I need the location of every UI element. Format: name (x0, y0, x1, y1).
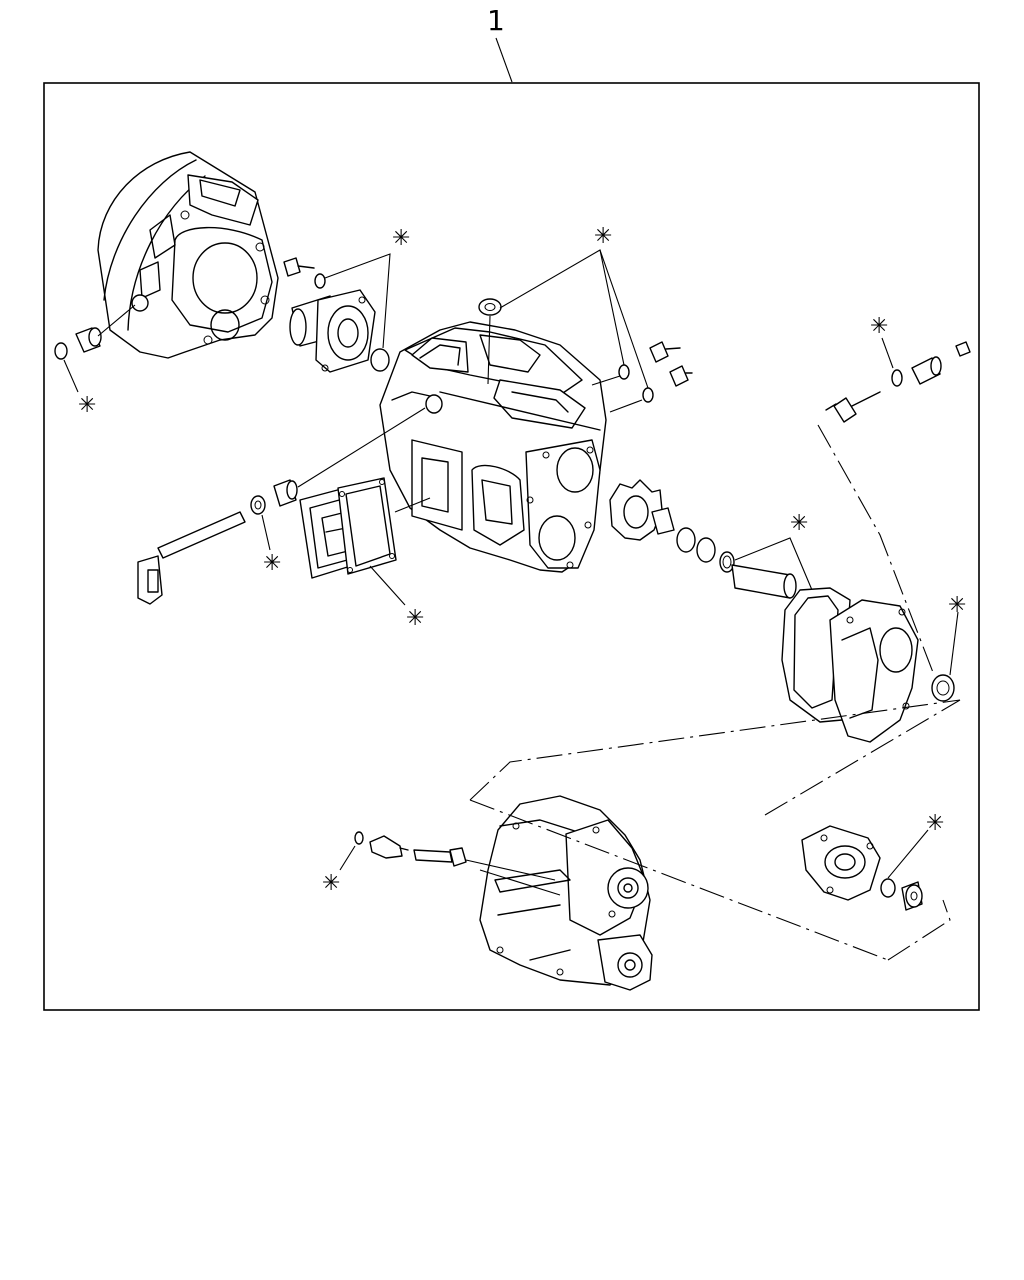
transfer-switch-washer (354, 831, 364, 845)
retainer-bolt (283, 257, 315, 277)
kit-symbol-1: ✳ (392, 226, 410, 251)
retainer-washer (314, 273, 326, 289)
transfer-sensor (413, 847, 467, 867)
output-sleeve (731, 564, 797, 599)
diagram-frame (43, 82, 980, 1011)
kit-symbol-5: ✳ (790, 511, 808, 536)
flange-bearing (901, 881, 923, 911)
kit-symbol-9: ✳ (926, 811, 944, 836)
top-cover-oil-seal (478, 298, 502, 316)
output-gear (609, 479, 675, 541)
kit-symbol-10: ✳ (322, 871, 340, 896)
shift-rod (137, 511, 246, 605)
input-oil-seal (370, 348, 390, 372)
kit-symbol-8: ✳ (406, 606, 424, 631)
shaft-seal (250, 495, 266, 515)
kit-symbol-3: ✳ (870, 314, 888, 339)
speedometer-plug (955, 341, 971, 357)
flange-washer (880, 878, 896, 898)
clutch-housing (97, 151, 279, 359)
side-cover-gasket (337, 477, 397, 575)
case-bolts (649, 341, 693, 387)
transmission-case (379, 321, 607, 573)
item-number-label: 1 (487, 4, 505, 37)
kit-symbol-4: ✳ (78, 393, 96, 418)
kit-symbol-2: ✳ (594, 224, 612, 249)
shaft-bushing (273, 479, 298, 507)
speedometer-driven-gear (825, 391, 881, 423)
rear-oil-seal (931, 674, 955, 702)
transfer-case (479, 795, 653, 991)
speedo-o-ring (891, 369, 903, 387)
rear-extension-housing (829, 599, 919, 743)
kit-symbol-6: ✳ (263, 551, 281, 576)
case-washer-2 (642, 387, 654, 403)
spacer-1 (676, 527, 696, 553)
transfer-switch (369, 835, 409, 859)
output-o-ring (719, 551, 735, 573)
kit-symbol-7: ✳ (948, 593, 966, 618)
bearing-retainer (289, 289, 376, 373)
companion-flange (801, 825, 881, 901)
washer-left (54, 342, 68, 360)
item-number-leader (495, 37, 513, 83)
case-washer-1 (618, 364, 630, 380)
pilot-bushing (75, 304, 136, 353)
spacer-2 (696, 537, 716, 563)
kit-symbol-markers: ✳ ✳ ✳ ✳ ✳ ✳ ✳ ✳ ✳ ✳ (78, 224, 966, 896)
speedometer-sleeve (911, 356, 942, 385)
